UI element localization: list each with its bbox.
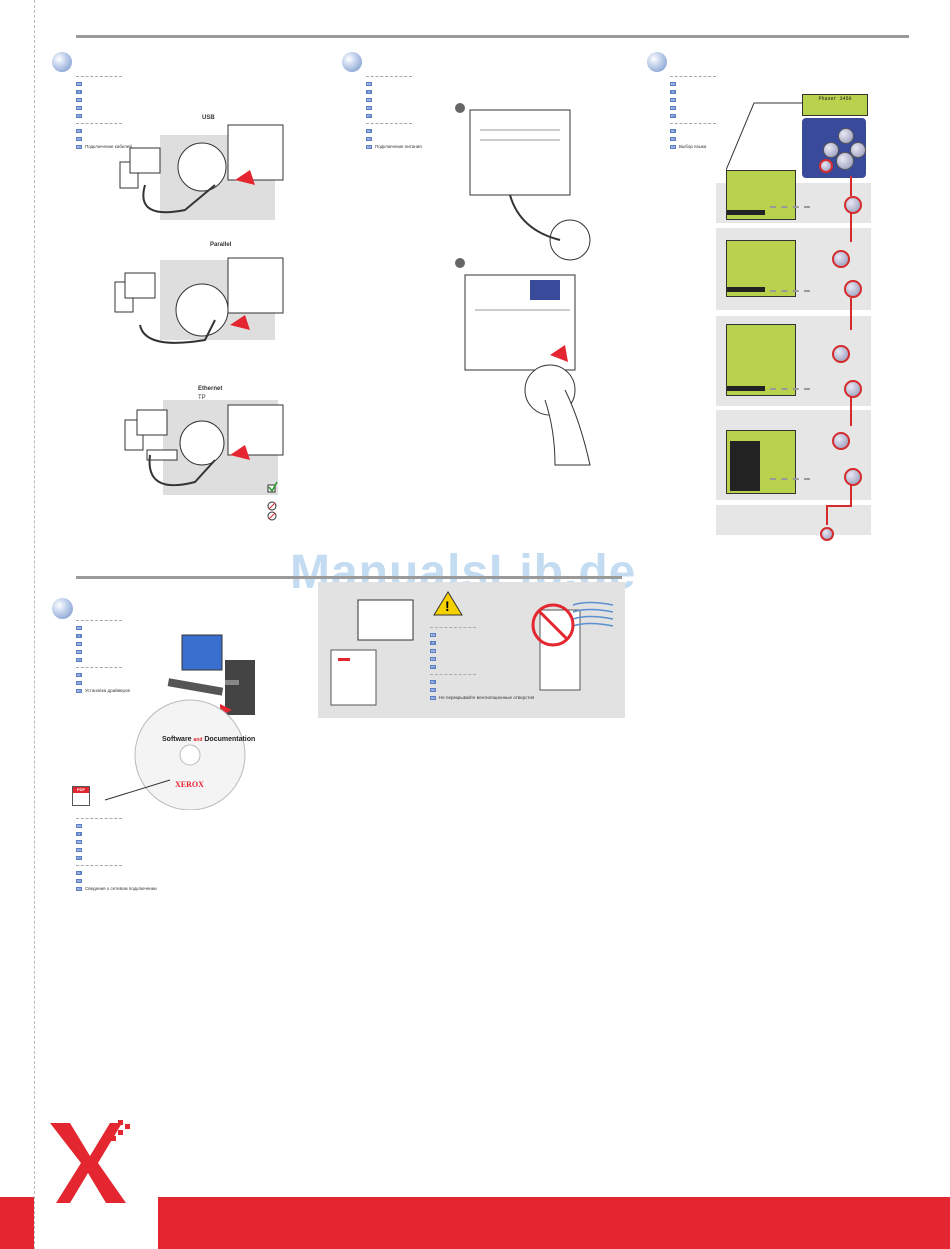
xerox-logo — [50, 1120, 130, 1203]
flow-line-4 — [850, 396, 852, 426]
menu-exit-button[interactable] — [820, 527, 834, 541]
parallel-label: Parallel — [210, 242, 232, 248]
step-4-bullet — [52, 598, 73, 619]
menu-ok-button-3[interactable] — [844, 380, 862, 398]
usb-label: USB — [202, 115, 215, 121]
footer-band — [158, 1197, 950, 1249]
menu-guide-3 — [770, 388, 810, 390]
menu-down-button-4[interactable] — [832, 432, 850, 450]
menu-guide-1 — [770, 206, 810, 208]
printer-display: Phaser 3450 — [802, 94, 868, 116]
flow-line-7 — [826, 505, 828, 525]
driver-install-illustration — [104, 634, 255, 810]
section2-ru-text: Подключение питания — [375, 144, 422, 149]
pdf-icon: PDF — [72, 786, 90, 806]
menu-ok-button-1[interactable] — [844, 196, 862, 214]
cd-brand: XEROX — [175, 780, 204, 789]
menu-ok-button-2[interactable] — [844, 280, 862, 298]
menu-step-5-panel — [716, 505, 871, 535]
pdf-icon-label: PDF — [73, 787, 89, 793]
panel-back-button[interactable] — [823, 142, 839, 158]
svg-text:!: ! — [445, 598, 450, 614]
section3-ru-text: Выбор языка — [679, 144, 707, 149]
menu-down-button-2[interactable] — [832, 250, 850, 268]
menu-guide-4 — [770, 478, 810, 480]
menu-down-button-3[interactable] — [832, 345, 850, 363]
section1-ru-text: Подключение кабелей — [85, 144, 132, 149]
cable-connection-illustrations — [114, 124, 284, 521]
display-callout-line — [726, 102, 802, 171]
top-rule — [76, 35, 909, 38]
section4-ru-text-2: Сведения о сетевом подключении — [85, 886, 157, 891]
menu-guide-2 — [770, 290, 810, 292]
flow-line-3 — [850, 298, 852, 330]
flow-line-2 — [850, 212, 852, 242]
mid-rule — [76, 576, 622, 579]
lcd-step-1 — [726, 170, 796, 220]
fold-guide-line — [34, 0, 35, 1249]
cd-title: Software and Documentation — [162, 736, 256, 743]
lcd-step-4 — [726, 430, 796, 494]
panel-menu-button[interactable] — [819, 159, 833, 173]
ventilation-warning-illustration: ! — [330, 591, 614, 706]
lcd-step-3 — [726, 324, 796, 396]
flow-line-5 — [850, 484, 852, 506]
ethernet-label: Ethernet — [198, 386, 223, 392]
warning-ru-text: Не перекрывайте вентиляционные отверстия — [439, 695, 535, 700]
flow-line-1 — [850, 176, 852, 196]
footer-band-left — [0, 1197, 34, 1249]
step-3-bullet — [647, 52, 667, 72]
lcd-step-2 — [726, 240, 796, 297]
tp-label: TP — [198, 395, 206, 401]
step-2-bullet — [342, 52, 362, 72]
panel-down-button[interactable] — [836, 152, 854, 170]
panel-up-button[interactable] — [838, 128, 854, 144]
section4-ru-text: Установка драйверов — [85, 688, 130, 693]
step-1-bullet — [52, 52, 72, 72]
flow-line-6 — [826, 505, 852, 507]
panel-ok-button[interactable] — [850, 142, 866, 158]
power-connection-illustrations — [455, 103, 591, 466]
menu-ok-button-4[interactable] — [844, 468, 862, 486]
